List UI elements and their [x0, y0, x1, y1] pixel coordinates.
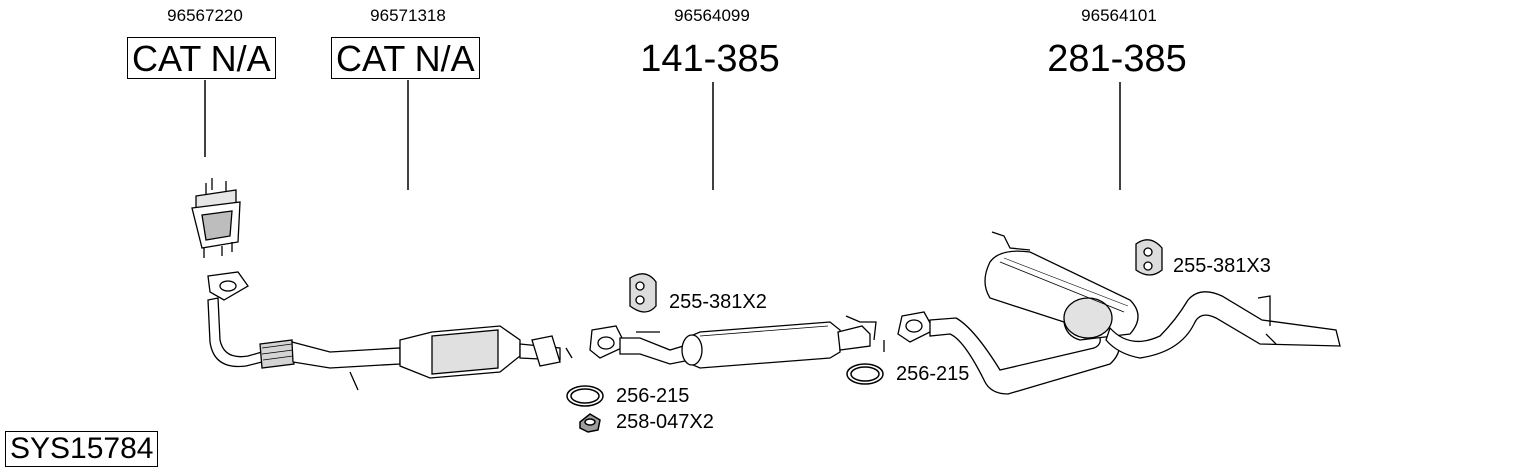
part-label-front-cat: CAT N/A: [127, 37, 276, 79]
system-id-label: SYS15784: [5, 431, 159, 467]
gasket-icon: [566, 385, 604, 407]
rubber-hanger-icon: [1135, 239, 1163, 276]
front-catalytic-converter: [191, 178, 241, 258]
oe-number-front-cat: 96567220: [167, 6, 243, 25]
accessory-label-clamp-middle: 255-381X2: [669, 291, 767, 313]
part-number-rear-silencer: 281-385: [1047, 38, 1187, 80]
nut-icon: [579, 413, 601, 433]
part-label-main-cat: CAT N/A: [331, 37, 480, 79]
rubber-hanger-icon: [629, 273, 657, 313]
accessory-label-clamp-rear: 255-381X3: [1173, 255, 1271, 277]
oe-number-rear-silencer: 96564101: [1081, 6, 1157, 25]
front-pipe-assembly: [207, 271, 573, 391]
oe-number-main-cat: 96571318: [370, 6, 446, 25]
accessory-label-nut-front: 258-047X2: [616, 411, 714, 433]
accessory-label-gasket-front: 256-215: [616, 385, 690, 407]
gasket-icon: [846, 363, 884, 385]
part-number-centre-silencer: 141-385: [640, 38, 780, 80]
centre-silencer-assembly: [589, 315, 885, 369]
oe-number-centre-silencer: 96564099: [674, 6, 750, 25]
rear-silencer-assembly: [897, 231, 1341, 395]
accessory-label-gasket-rear: 256-215: [896, 363, 970, 385]
